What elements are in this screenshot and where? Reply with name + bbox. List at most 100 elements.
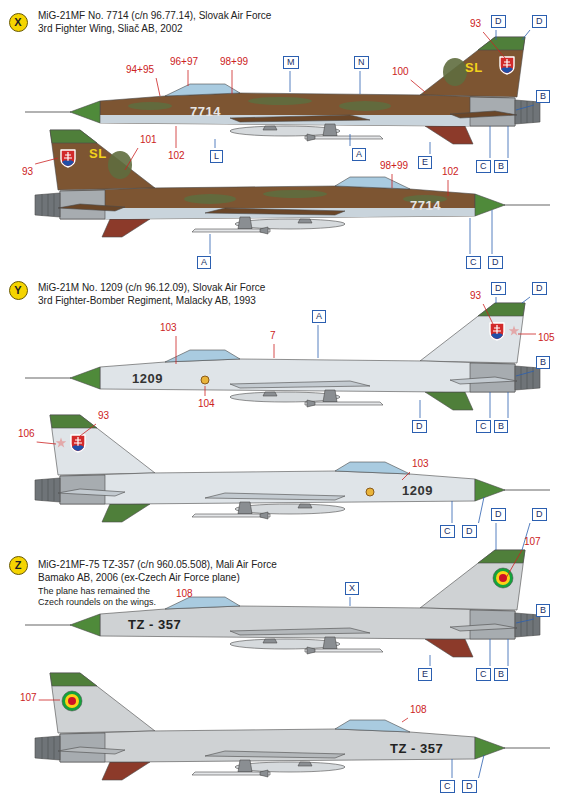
fin-tip xyxy=(50,415,97,428)
decal-callout: D xyxy=(491,282,506,295)
callout-leader xyxy=(430,142,431,154)
decal-callout: M xyxy=(283,56,299,69)
missile xyxy=(192,514,270,517)
callout-leader xyxy=(402,718,408,722)
callout-number: 104 xyxy=(198,398,215,410)
callout-number: 100 xyxy=(392,66,409,78)
callout-letter: D xyxy=(492,257,499,267)
nose-cone xyxy=(475,194,505,216)
pylon xyxy=(323,637,337,649)
faded-star xyxy=(56,438,66,448)
decal-callout: D xyxy=(532,508,547,521)
callout-leader xyxy=(452,759,453,778)
callout-number: 106 xyxy=(18,428,35,440)
wing xyxy=(205,751,345,758)
callout-leader xyxy=(496,523,497,550)
callout-leader xyxy=(318,325,319,358)
pylon xyxy=(263,126,277,130)
decal-callout: C xyxy=(476,668,491,681)
callout-letter: E xyxy=(422,157,428,167)
callout-leader xyxy=(125,148,138,170)
callout-letter: M xyxy=(287,57,295,67)
pitot-tube xyxy=(25,377,71,378)
callout-leader xyxy=(176,336,177,364)
exhaust-nozzle xyxy=(515,100,540,124)
camouflage-patch xyxy=(443,58,467,86)
callout-letter: C xyxy=(480,161,487,171)
callout-leader xyxy=(350,597,351,606)
aircraft-profile xyxy=(25,303,540,410)
pylon xyxy=(298,504,312,508)
callout-leader xyxy=(215,139,216,148)
decal-callout: D xyxy=(491,15,506,28)
missile-fin xyxy=(307,134,315,141)
canopy xyxy=(335,177,410,189)
callout-letter: D xyxy=(536,283,543,293)
callout-number: 108 xyxy=(410,704,427,716)
callout-leader xyxy=(411,80,425,92)
aircraft-marking: 1209 xyxy=(402,483,433,499)
fuselage xyxy=(100,359,515,392)
callout-number: 107 xyxy=(20,692,37,704)
callout-leader xyxy=(508,392,509,418)
underside xyxy=(100,115,515,126)
nozzle-ring xyxy=(527,367,528,389)
pylon xyxy=(263,639,277,643)
callout-letter: B xyxy=(498,669,504,679)
callout-letter: Y xyxy=(14,284,21,296)
callout-letter: C xyxy=(480,669,487,679)
callout-letter: D xyxy=(536,16,543,26)
nozzle-ring xyxy=(54,479,55,501)
decal-callout: D xyxy=(462,780,477,793)
profile-title: MiG-21M No. 1209 (c/n 96.12.09), Slovak … xyxy=(38,282,265,294)
callout-letter: C xyxy=(470,257,477,267)
profile-title: 3rd Fighter Wing, Sliač AB, 2002 xyxy=(38,23,183,35)
nozzle-ring xyxy=(42,194,43,216)
decal-callout: C xyxy=(440,525,455,538)
fuselage xyxy=(100,606,515,639)
tail-fin xyxy=(50,130,155,190)
pitot-tube xyxy=(504,204,550,205)
aircraft-marking: 7714 xyxy=(410,198,441,214)
fin-tip xyxy=(478,303,525,316)
ventral-fin xyxy=(425,392,473,410)
decal-callout: D xyxy=(532,15,547,28)
aircraft-marking: 1209 xyxy=(132,371,163,387)
tail-fin xyxy=(420,303,525,363)
exhaust-nozzle xyxy=(35,478,60,502)
stabilizer xyxy=(58,489,125,496)
callout-leader xyxy=(205,386,206,396)
callout-leader xyxy=(176,126,177,148)
ventral-fin xyxy=(102,504,150,522)
callout-number: 101 xyxy=(140,134,157,146)
callout-number: 93 xyxy=(470,18,481,30)
roundel-ring xyxy=(62,691,82,711)
nozzle-ring xyxy=(48,737,49,759)
camouflage-patch xyxy=(248,97,312,105)
missile-fin xyxy=(307,647,315,654)
nozzle-ring xyxy=(54,194,55,216)
callout-number: 94+95 xyxy=(126,64,154,76)
callout-number: 108 xyxy=(176,588,193,600)
nozzle-ring xyxy=(48,479,49,501)
nose-cone xyxy=(475,737,505,759)
callout-letter: D xyxy=(416,421,423,431)
roundel-center xyxy=(499,574,507,582)
stabilizer xyxy=(450,111,517,118)
callout-leader xyxy=(492,210,493,254)
insignia xyxy=(71,435,85,452)
nose-cone xyxy=(70,614,100,636)
callout-leader xyxy=(490,639,491,666)
stabilizer xyxy=(450,377,517,384)
insignia xyxy=(490,323,504,340)
callout-number: 7 xyxy=(270,330,276,342)
callout-leader xyxy=(360,71,361,94)
callout-number: 93 xyxy=(22,166,33,178)
callout-number: 107 xyxy=(524,536,541,548)
decal-callout: D xyxy=(488,256,503,269)
tail-fin xyxy=(50,673,155,733)
callout-letter: C xyxy=(480,421,487,431)
decal-callout: E xyxy=(418,156,432,169)
pylon xyxy=(298,219,312,223)
